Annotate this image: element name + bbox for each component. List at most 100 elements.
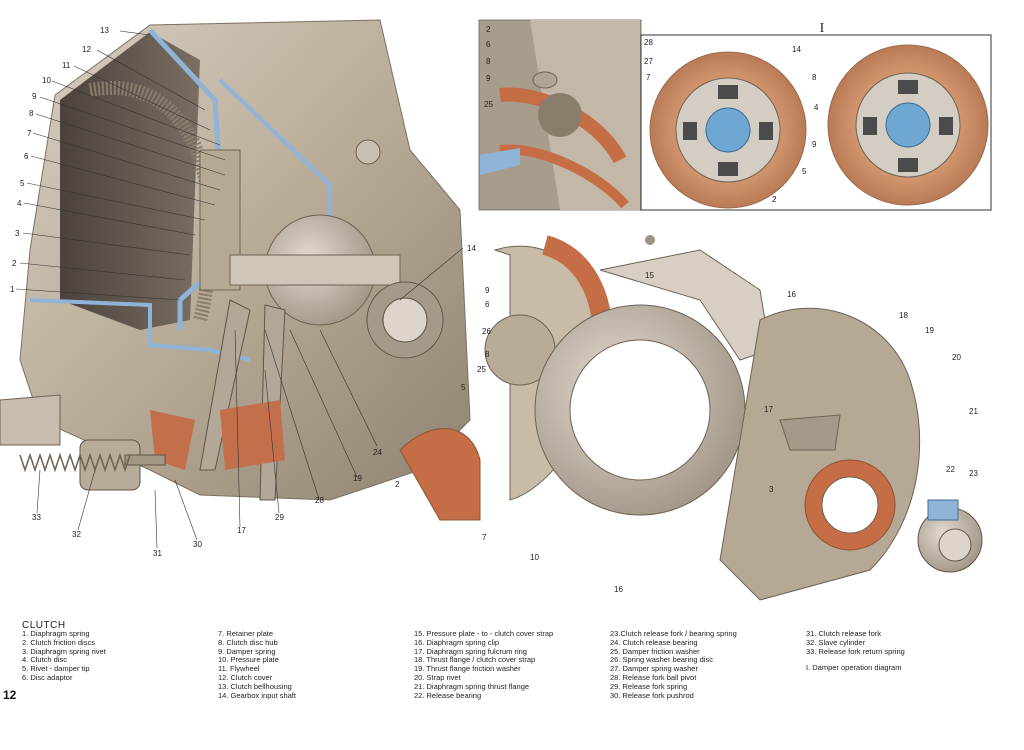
legend-item: 15. Pressure plate - to - clutch cover s…	[414, 629, 554, 638]
callout-30: 30	[193, 540, 202, 549]
legend-item: 19. Thrust flange friction washer	[414, 664, 521, 674]
clutch-cover	[719, 307, 921, 601]
legend-item: 3. Diaphragm spring rivet	[22, 646, 106, 656]
callout-4: 4	[17, 199, 22, 208]
right-callout-8: 8	[485, 350, 490, 359]
callout-1: 1	[10, 285, 15, 294]
slave-cylinder	[79, 439, 166, 491]
right-callout-25: 25	[477, 365, 486, 374]
exploded-clutch-parts	[399, 235, 983, 601]
legend-item: 22. Release bearing	[414, 690, 482, 700]
callout-8: 8	[29, 109, 34, 118]
right-callout-10: 10	[530, 553, 539, 562]
inset-callout-2b: 2	[772, 195, 777, 204]
clutch-disc-view-a	[649, 51, 807, 209]
legend-column-2: 7. Retainer plate 8. Clutch disc hub 9. …	[218, 629, 296, 700]
right-callout-16b: 16	[614, 585, 623, 594]
right-callout-26: 26	[482, 327, 491, 336]
inset-callout-28: 28	[644, 38, 653, 47]
right-callout-3: 3	[769, 485, 774, 494]
page-number: 12	[3, 688, 17, 702]
legend-item: 12. Clutch cover	[218, 672, 273, 682]
damper-operation-diagram: I	[640, 21, 992, 211]
legend-item: 7. Retainer plate	[218, 629, 274, 638]
right-callout-6: 6	[485, 300, 490, 309]
right-callout-18: 18	[899, 311, 908, 320]
diagram-title: CLUTCH	[22, 620, 66, 631]
legend-item: 27. Damper spring washer	[610, 664, 698, 674]
bellhousing-cutaway	[0, 19, 471, 501]
leader-lines	[15, 30, 464, 549]
right-callout-2: 2	[395, 480, 400, 489]
legend-item: 24. Clutch release bearing	[610, 637, 698, 647]
right-callout-20: 20	[952, 353, 961, 362]
legend-item: 1. Diaphragm spring	[22, 629, 90, 638]
legend-item: 8. Clutch disc hub	[218, 637, 278, 647]
callout-14: 14	[467, 244, 476, 253]
callout-5: 5	[20, 179, 25, 188]
callout-28: 28	[315, 496, 324, 505]
legend-column-3: 15. Pressure plate - to - clutch cover s…	[414, 629, 554, 700]
inset-roman-label: I	[820, 21, 825, 36]
right-callouts: 15 16 9 6 26 8 5 25 2 7 10 16 17 18 19 2…	[395, 271, 978, 594]
right-callout-23: 23	[969, 469, 978, 478]
legend-item: 14. Gearbox input shaft	[218, 690, 296, 700]
left-callouts: 13 12 11 10 9 8 7 6 5 4 3 2 1 14 24 19 2…	[10, 26, 476, 558]
legend-item: I. Damper operation diagram	[806, 663, 902, 673]
callout-24: 24	[373, 448, 382, 457]
right-callout-22: 22	[946, 465, 955, 474]
legend-item: 31. Clutch release fork	[806, 629, 882, 638]
legend-item: 6. Disc adaptor	[22, 672, 73, 682]
inset-callout-25: 25	[484, 100, 493, 109]
right-callout-9: 9	[485, 286, 490, 295]
inset-callout-8b: 8	[812, 73, 817, 82]
legend-item: 16. Diaphragm spring clip	[414, 637, 500, 647]
legend-item: 10. Pressure plate	[218, 655, 279, 665]
callout-6: 6	[24, 152, 29, 161]
callout-31: 31	[153, 549, 162, 558]
right-callout-5: 5	[461, 383, 466, 392]
callout-12: 12	[82, 45, 91, 54]
legend-item: 33. Release fork return spring	[806, 646, 905, 656]
inset-callout-27: 27	[644, 57, 653, 66]
callout-19: 19	[353, 474, 362, 483]
callout-32: 32	[72, 530, 81, 539]
legend-item: 17. Diaphragm spring fulcrum ring	[414, 646, 527, 656]
legend-item: 20. Strap rivet	[414, 672, 461, 682]
legend-item: 26. Spring washer bearing disc	[610, 655, 713, 665]
legend-item: 25. Damper friction washer	[610, 646, 700, 656]
callout-3: 3	[15, 229, 20, 238]
legend-item: 21. Diaphragm spring thrust flange	[414, 681, 530, 691]
callout-11: 11	[62, 61, 71, 70]
callout-2: 2	[12, 259, 17, 268]
pressure-plate	[534, 235, 771, 516]
legend-item: 29. Release fork spring	[610, 681, 688, 691]
right-callout-17: 17	[764, 405, 773, 414]
inset-callout-7: 7	[646, 73, 651, 82]
inset-callout-6: 6	[486, 40, 491, 49]
callout-17: 17	[237, 526, 246, 535]
legend-item: 30. Release fork pushrod	[610, 690, 694, 700]
right-callout-7: 7	[482, 533, 487, 542]
callout-29: 29	[275, 513, 284, 522]
callout-9: 9	[32, 92, 37, 101]
legend-column-5: 31. Clutch release fork 32. Slave cylind…	[806, 629, 905, 673]
right-callout-19: 19	[925, 326, 934, 335]
legend-item: 5. Rivet - damper tip	[22, 664, 90, 674]
release-bearing	[917, 499, 983, 573]
inset-callout-14: 14	[792, 45, 801, 54]
legend-item: 4. Clutch disc	[22, 655, 68, 665]
right-callout-21: 21	[969, 407, 978, 416]
inset-callout-8: 8	[486, 57, 491, 66]
legend-column-4: 23.Clutch release fork / bearing spring …	[610, 629, 737, 700]
legend-column-1: 1. Diaphragm spring 2. Clutch friction d…	[22, 629, 106, 683]
callout-7: 7	[27, 129, 32, 138]
legend-item: 9. Damper spring	[218, 646, 276, 656]
inset-callout-9: 9	[486, 74, 491, 83]
right-callout-15: 15	[645, 271, 654, 280]
inset-callout-5: 5	[802, 167, 807, 176]
clutch-exploded-illustration: I	[0, 19, 992, 601]
legend-item: 11. Flywheel	[218, 664, 260, 674]
gearbox-input-shaft	[229, 254, 444, 359]
legend-item: 2. Clutch friction discs	[22, 637, 95, 647]
